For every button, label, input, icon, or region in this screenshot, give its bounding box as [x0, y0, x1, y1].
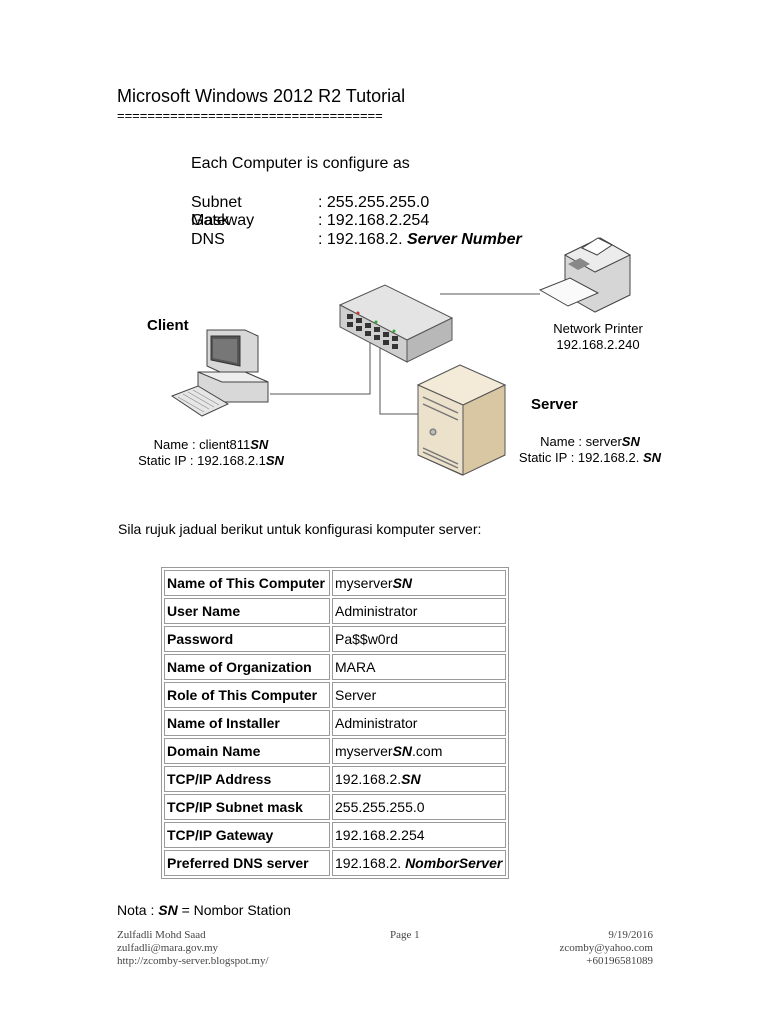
client-info: Name : client811SN Static IP : 192.168.2… — [130, 437, 292, 469]
switch-icon — [338, 284, 454, 363]
network-diagram — [170, 237, 632, 476]
table-value-cell: 192.168.2.SN — [332, 766, 506, 792]
footer-email[interactable]: zulfadli@mara.gov.my — [117, 942, 219, 954]
table-value-cell: Pa$$w0rd — [332, 626, 506, 652]
cable-server — [379, 340, 425, 415]
network-cables — [270, 293, 540, 415]
config-label: Gateway — [191, 212, 255, 229]
footer-author: Zulfadli Mohd Saad — [117, 929, 206, 941]
server-icon — [416, 364, 507, 476]
footer-page-number: Page 1 — [390, 929, 420, 941]
table-key-cell: Name of Organization — [164, 654, 330, 680]
printer-label: Network Printer — [553, 321, 643, 336]
printer-icon — [538, 237, 632, 313]
table-key-cell: User Name — [164, 598, 330, 624]
table-key-cell: Role of This Computer — [164, 682, 330, 708]
table-key-cell: Domain Name — [164, 738, 330, 764]
table-key-cell: Name of Installer — [164, 710, 330, 736]
table-value-cell: 192.168.2.254 — [332, 822, 506, 848]
table-value-cell: myserverSN.com — [332, 738, 506, 764]
server-heading: Server — [531, 396, 578, 413]
config-label: DNS — [191, 231, 225, 248]
table-value-cell: Administrator — [332, 598, 506, 624]
page-title: Microsoft Windows 2012 R2 Tutorial — [117, 86, 406, 106]
footer-url-link[interactable]: http://zcomby-server.blogspot.my/ — [117, 955, 269, 967]
server-ip: Static IP : 192.168.2. SN — [518, 450, 662, 465]
config-intro: Each Computer is configure as — [191, 155, 410, 172]
footer-phone: +60196581089 — [586, 955, 653, 967]
table-value-cell: 255.255.255.0 — [332, 794, 506, 820]
footer-date: 9/19/2016 — [608, 929, 653, 941]
table-key-cell: Password — [164, 626, 330, 652]
server-name: Name : serverSN — [540, 434, 640, 449]
table-key-cell: TCP/IP Subnet mask — [164, 794, 330, 820]
table-value-cell: 192.168.2. NomborServer — [332, 850, 506, 876]
table-value-cell: MARA — [332, 654, 506, 680]
printer-ip: 192.168.2.240 — [556, 337, 640, 352]
table-value-cell: Server — [332, 682, 506, 708]
client-computer-icon — [170, 329, 269, 417]
client-heading: Client — [147, 317, 189, 334]
table-value-cell: myserverSN — [332, 570, 506, 596]
title-underline: =================================== — [117, 108, 383, 123]
config-value: : 255.255.255.0 — [318, 194, 430, 211]
instruction-text: Sila rujuk jadual berikut untuk konfigur… — [118, 521, 482, 537]
printer-info: Network Printer 192.168.2.240 — [540, 321, 656, 353]
table-key-cell: TCP/IP Address — [164, 766, 330, 792]
footer-left: Zulfadli Mohd Saad zulfadli@mara.gov.my … — [117, 929, 269, 968]
config-label: Subnet Mask — [191, 194, 242, 229]
server-info: Name : serverSN Static IP : 192.168.2. S… — [510, 434, 670, 466]
table-key-cell: TCP/IP Gateway — [164, 822, 330, 848]
footer-right: 9/19/2016 zcomby@yahoo.com +60196581089 — [559, 929, 653, 968]
client-ip: Static IP : 192.168.2.1SN — [138, 453, 284, 468]
table-key-cell: Name of This Computer — [164, 570, 330, 596]
cable-client — [270, 340, 371, 395]
client-name: Name : client811SN — [153, 437, 269, 452]
config-value: : 192.168.2. Server Number — [318, 231, 522, 248]
config-value-emphasis: Server Number — [406, 231, 522, 248]
note: Nota : SN = Nombor Station — [117, 902, 291, 918]
table-value-cell: Administrator — [332, 710, 506, 736]
config-value: : 192.168.2.254 — [318, 212, 430, 229]
table-key-cell: Preferred DNS server — [164, 850, 330, 876]
footer-email-alt[interactable]: zcomby@yahoo.com — [559, 942, 653, 954]
